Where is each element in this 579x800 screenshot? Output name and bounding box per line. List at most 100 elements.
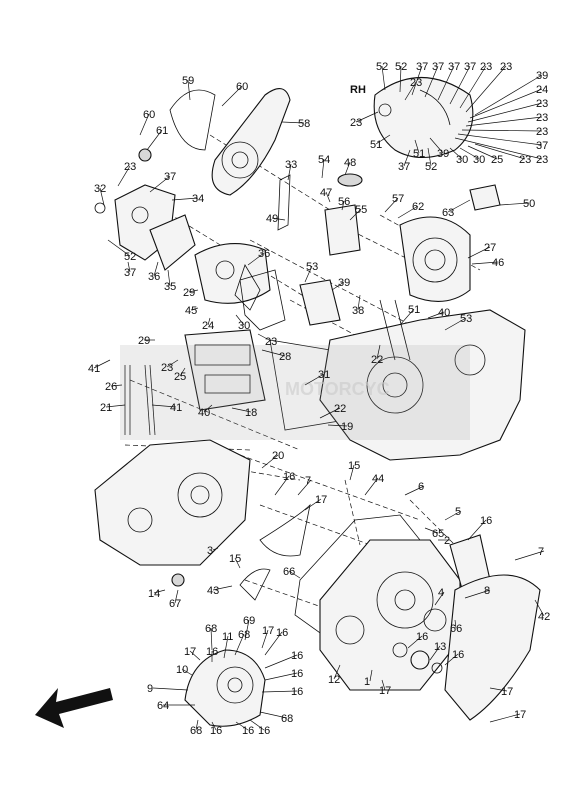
callout-leader-line [187, 79, 191, 101]
callout: 23 [465, 112, 548, 127]
callout: 52 [376, 61, 388, 91]
callout-number: 38 [352, 305, 364, 317]
callout-number: 43 [207, 585, 219, 597]
callout-leader-line [499, 202, 530, 206]
callout-number: 8 [484, 585, 490, 597]
callout-leader-line [261, 690, 298, 693]
callout: 16 [407, 631, 428, 649]
callout-leader-line [434, 591, 445, 606]
callout-leader-line [429, 645, 441, 661]
callout: 48 [344, 157, 356, 176]
callout: 37 [457, 133, 548, 152]
callout: 60 [139, 109, 155, 136]
callout-number: 23 [124, 161, 136, 173]
callout-leader-line [407, 635, 423, 649]
callout-number: 16 [283, 471, 295, 483]
callout: 22 [319, 403, 346, 419]
callout-leader-line [261, 454, 279, 469]
callout-number: 23 [519, 154, 531, 166]
callout-number: 24 [202, 320, 214, 332]
callout-number: 32 [94, 183, 106, 195]
callout-number: 7 [305, 475, 311, 487]
callout-leader-line [203, 404, 213, 413]
callout: 23 [474, 143, 531, 166]
crankcase-right [319, 299, 526, 461]
callout-leader-line [331, 281, 345, 291]
callout: 5 [444, 506, 462, 521]
callout-leader-line [465, 116, 543, 127]
callout-leader-line [447, 199, 471, 213]
callout: 37 [398, 149, 411, 173]
callout-leader-line [304, 373, 325, 386]
callout: 37 [149, 171, 176, 193]
callout-number: 23 [410, 77, 422, 89]
callout-leader-line [333, 664, 341, 680]
callout: 68 [205, 623, 217, 651]
callout-leader-line [381, 65, 386, 91]
callout: 3 [207, 545, 219, 557]
callout: 15 [229, 553, 241, 569]
callout-number: 54 [318, 154, 330, 166]
callout-leader-line [261, 349, 286, 357]
callout: 16 [249, 719, 270, 737]
callout-number: 10 [176, 664, 188, 676]
callout-leader-line [235, 314, 245, 326]
callout-number: 56 [338, 196, 350, 208]
callout-number: 37 [464, 61, 476, 73]
callout-number: 23 [350, 117, 362, 129]
callout-leader-line [211, 721, 217, 731]
callout-number: 15 [348, 460, 360, 472]
callout-leader-line [474, 143, 526, 160]
callout: 69 [243, 615, 255, 641]
callout-number: 3 [207, 545, 213, 557]
callout: 37 [437, 61, 460, 101]
callout: 7 [297, 475, 312, 496]
callout-number: 40 [438, 307, 450, 319]
callout: 51 [370, 134, 391, 151]
callout: 23 [465, 61, 512, 113]
callout: 39 [474, 70, 548, 116]
callout-number: 23 [536, 154, 548, 166]
crankcase-left [94, 439, 251, 587]
callout-number: 64 [157, 700, 169, 712]
callout-leader-line [376, 344, 381, 360]
callout-leader-line [399, 308, 415, 326]
callout-leader-line [234, 633, 245, 656]
callout-number: 16 [291, 668, 303, 680]
callout-leader-line [223, 635, 229, 659]
callout-number: 52 [395, 61, 407, 73]
side-label: RH [350, 84, 366, 96]
callout: 53 [304, 261, 318, 283]
callout-leader-line [489, 687, 508, 692]
callout-number: 2 [444, 535, 450, 547]
callout-leader-line [281, 121, 305, 124]
callout: 36 [148, 261, 160, 283]
callout: 25 [467, 145, 503, 166]
callout-leader-line [403, 149, 411, 167]
callout-leader-line [444, 317, 467, 331]
callout-number: 14 [148, 588, 160, 600]
callout-leader-line [153, 589, 166, 594]
callout: 37 [449, 61, 476, 105]
callout-leader-line [261, 629, 269, 649]
callout: 17 [304, 494, 327, 511]
callout-number: 25 [491, 154, 503, 166]
callout-leader-line [179, 367, 186, 377]
callout-number: 35 [164, 281, 176, 293]
callout: 24 [202, 317, 214, 332]
callout-number: 17 [262, 625, 274, 637]
callout-number: 69 [243, 615, 255, 627]
callout: 67 [169, 589, 181, 610]
callout-leader-line [319, 407, 341, 419]
callout: 11 [222, 631, 233, 659]
callout-leader-line [153, 261, 159, 277]
callout-number: 37 [398, 161, 410, 173]
callout-number: 23 [480, 61, 492, 73]
callout: 51 [399, 304, 420, 326]
callout: 34 [171, 193, 204, 205]
callout-leader-line [369, 669, 373, 682]
callout: 38 [352, 294, 364, 317]
callout-leader-line [247, 252, 265, 266]
callout-leader-line [195, 719, 199, 731]
callout-number: 23 [536, 112, 548, 124]
